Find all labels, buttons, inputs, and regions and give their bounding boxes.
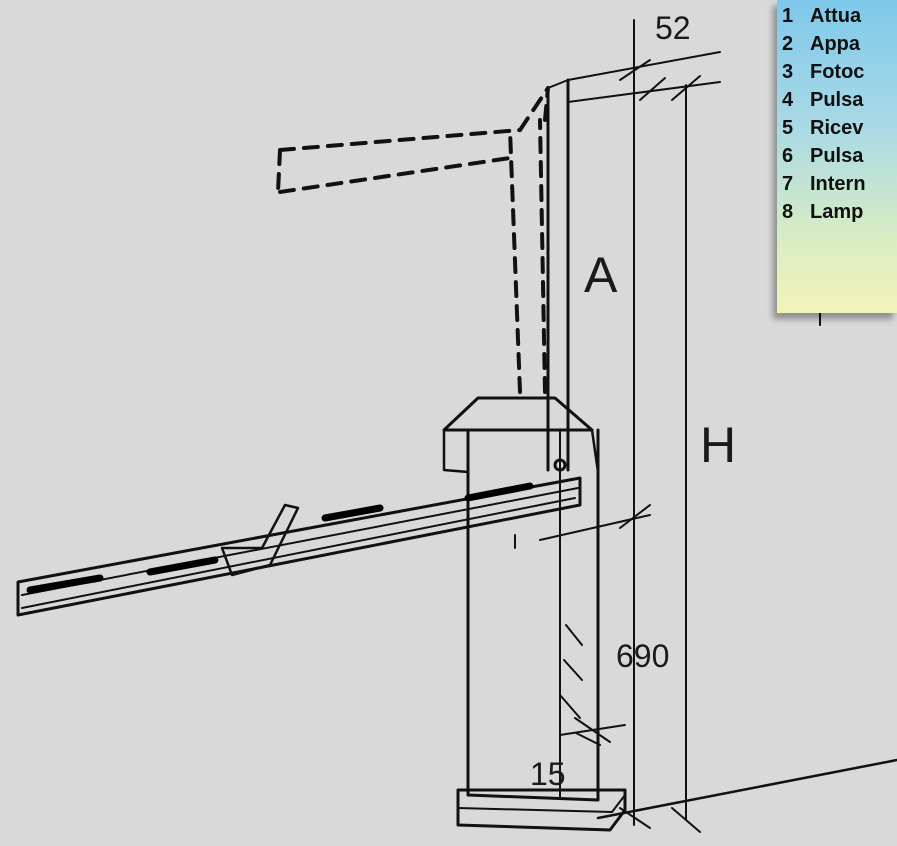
legend-item: 8 Lamp <box>782 201 863 229</box>
dimension-axis-height: 690 <box>616 638 670 674</box>
upright-arm <box>546 78 570 472</box>
legend-number: 1 <box>782 5 794 27</box>
legend-number: 5 <box>782 117 794 139</box>
legend-number: 7 <box>782 173 794 195</box>
dimension-top-width: 52 <box>655 10 691 46</box>
boom-arm <box>16 476 582 617</box>
ground-line <box>596 758 897 820</box>
legend-label: Intern <box>810 173 866 195</box>
legend-label: Fotoc <box>810 61 865 83</box>
legend-item: 3 Fotoc <box>782 61 864 89</box>
raised-boom-dashed <box>276 86 550 394</box>
legend-item: 1 Attua <box>782 5 861 33</box>
legend-label: Pulsa <box>810 145 864 167</box>
legend-item: 4 Pulsa <box>782 89 863 117</box>
legend-item: 6 Pulsa <box>782 145 863 173</box>
dimension-arm-label: A <box>584 247 618 303</box>
legend-number: 6 <box>782 145 794 167</box>
legend-item: 7 Intern <box>782 173 866 201</box>
boom-joint <box>220 503 300 577</box>
legend-label: Appa <box>810 33 860 55</box>
legend-label: Pulsa <box>810 89 864 111</box>
dimension-base-offset: 15 <box>530 756 566 792</box>
cabinet-body <box>466 428 600 802</box>
legend-number: 2 <box>782 33 794 55</box>
legend-item: 5 Ricev <box>782 117 863 145</box>
legend-number: 3 <box>782 61 794 83</box>
dimension-total-height-label: H <box>700 417 737 473</box>
legend-label: Ricev <box>810 117 864 139</box>
legend-label: Attua <box>810 5 862 27</box>
legend-label: Lamp <box>810 201 864 223</box>
legend-item: 2 Appa <box>782 33 860 61</box>
legend-number: 8 <box>782 201 794 223</box>
legend-number: 4 <box>782 89 794 111</box>
cabinet-top <box>442 396 594 432</box>
